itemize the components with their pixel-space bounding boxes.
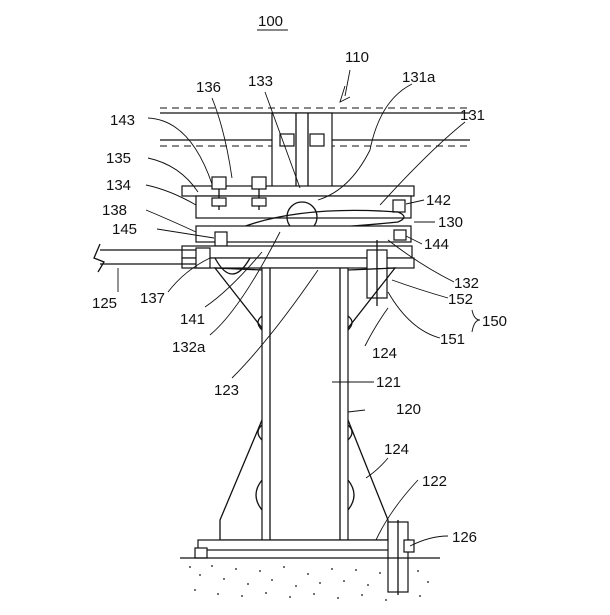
label-138: 138 [102,202,127,219]
label-121: 121 [376,374,401,391]
top-plate-135 [181,185,415,219]
label-150: 150 [482,313,507,330]
label-123: 123 [214,382,239,399]
lower-plate-132 [181,245,415,275]
label-141: 141 [180,311,205,328]
label-124-lower: 124 [384,441,409,458]
label-134: 134 [106,177,131,194]
label-122: 122 [422,473,447,490]
label-126: 126 [452,529,477,546]
label-120: 120 [396,401,421,418]
label-131: 131 [460,107,485,124]
reference-labels: 110 131a 133 136 131 143 135 142 134 138… [92,49,507,546]
figure-number: 100 [258,13,283,30]
label-135: 135 [106,150,131,167]
label-136: 136 [196,79,221,96]
fastener-142 [392,199,406,213]
label-132: 132 [454,275,479,292]
middle-plate [195,225,412,247]
label-133: 133 [248,73,273,90]
label-137: 137 [140,290,165,307]
anchor-bolt-126 [387,520,415,595]
label-144: 144 [424,236,449,253]
label-152: 152 [448,291,473,308]
side-bolt-150 [366,240,388,306]
label-131a: 131a [402,69,436,86]
label-130: 130 [438,214,463,231]
ground-hatching [180,557,440,601]
label-145: 145 [112,221,137,238]
label-132a: 132a [172,339,206,356]
label-151: 151 [440,331,465,348]
label-124-upper: 124 [372,345,397,362]
label-110: 110 [345,49,369,66]
channel-bracket-133 [271,112,333,189]
label-125: 125 [92,295,117,312]
base-plate-122 [194,539,411,559]
top-bolts [211,176,267,210]
leader-lines [117,69,481,547]
label-142: 142 [426,192,451,209]
column-121 [261,267,349,541]
label-143: 143 [110,112,135,129]
beam-125 [93,243,196,273]
